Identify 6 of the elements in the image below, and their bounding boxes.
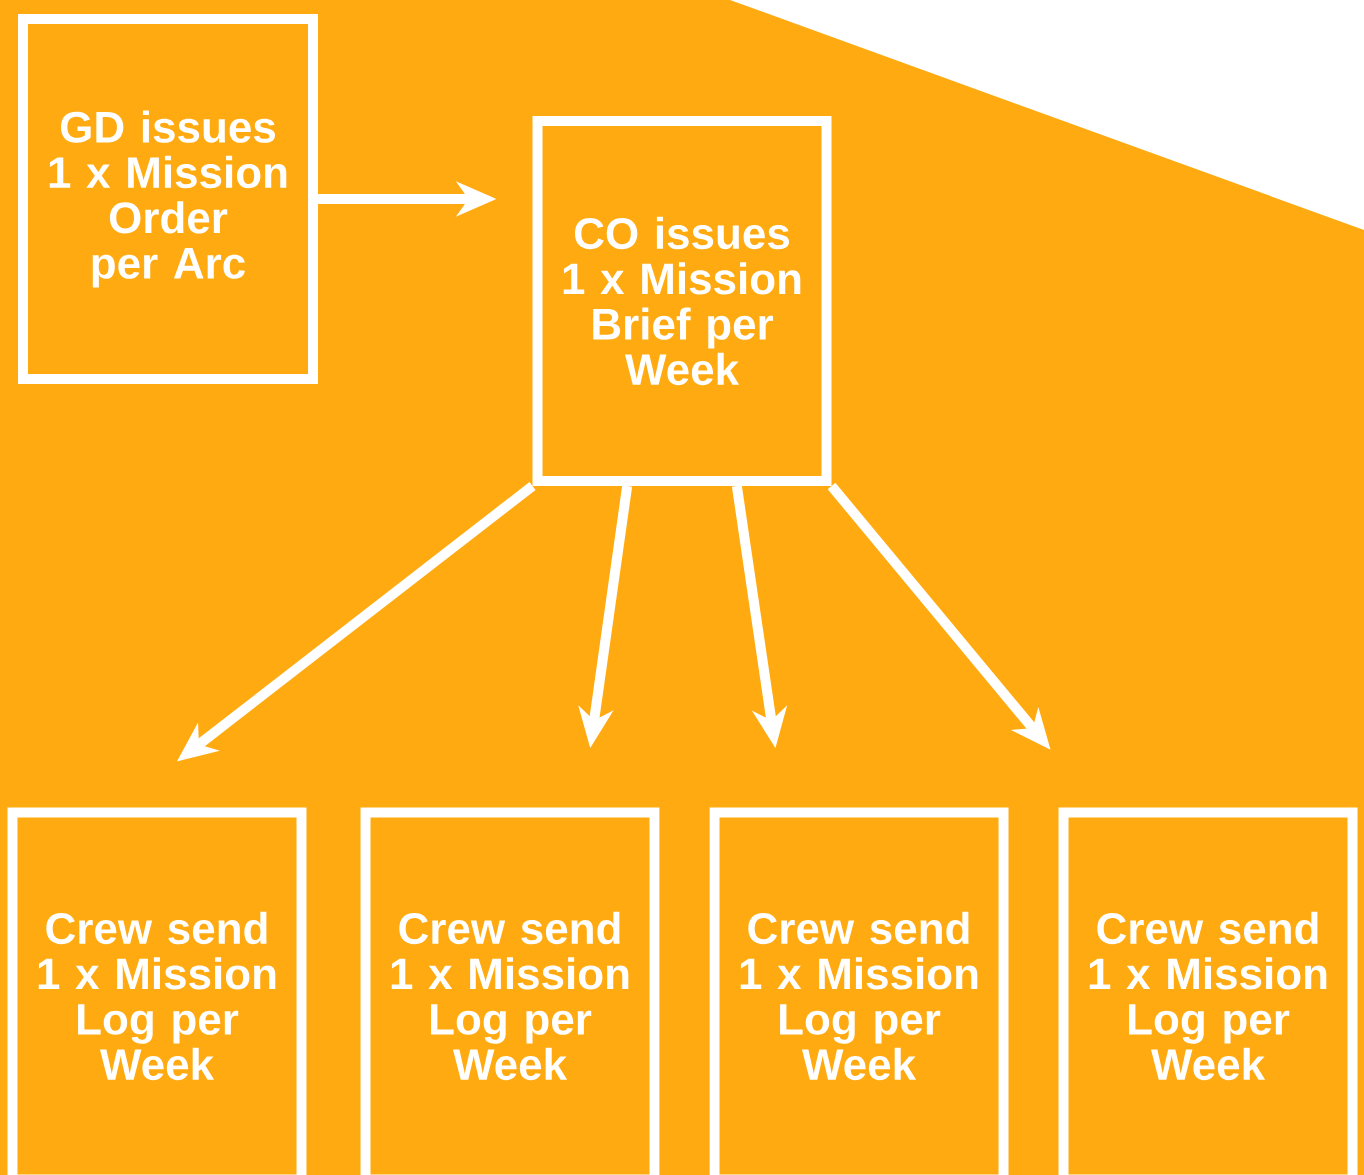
flow-box: GD issues 1 x Mission Order per Arc xyxy=(18,14,318,384)
flow-box: Crew send 1 x Mission Log per Week xyxy=(709,807,1009,1175)
flow-box: Crew send 1 x Mission Log per Week xyxy=(360,807,660,1175)
flow-box: CO issues 1 x Mission Brief per Week xyxy=(532,116,832,486)
flow-box: Crew send 1 x Mission Log per Week xyxy=(1058,807,1358,1175)
flow-box: Crew send 1 x Mission Log per Week xyxy=(7,807,307,1175)
